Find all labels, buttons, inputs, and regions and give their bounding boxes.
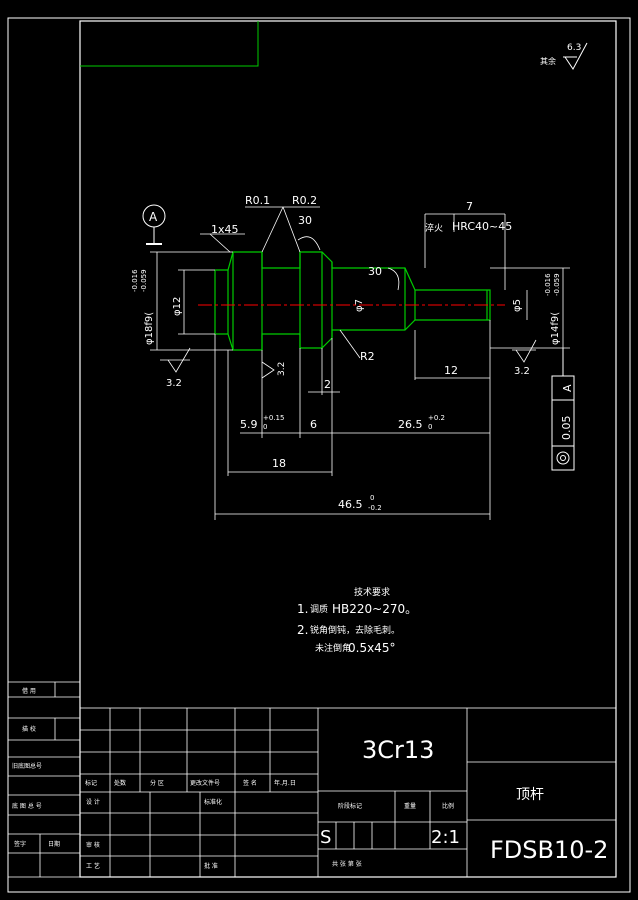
tech-req-title: 技术要求 bbox=[354, 586, 390, 598]
angle-arc-top bbox=[297, 236, 321, 251]
dim-5-9-tol-up: +0.15 bbox=[263, 414, 284, 422]
tb-h-stage: 阶段标记 bbox=[338, 802, 362, 810]
tb-h-sheets: 共 张 第 张 bbox=[332, 860, 362, 868]
runout-value: 0.05 bbox=[560, 416, 573, 441]
side-r4: 底 图 总 号 bbox=[12, 802, 42, 810]
tb-h-approve: 批 准 bbox=[204, 862, 218, 870]
tb-scale: 2:1 bbox=[431, 827, 460, 848]
dim-angle-mid: 30 bbox=[368, 265, 382, 278]
roughness-mid bbox=[261, 361, 275, 379]
angle-arc-mid bbox=[387, 267, 400, 291]
roughness-right bbox=[512, 339, 537, 363]
tech-req-2-cn: 锐角倒钝，去除毛刺。 bbox=[310, 624, 400, 636]
side-r3: 旧底图总号 bbox=[12, 762, 42, 770]
tb-material: 3Cr13 bbox=[362, 736, 434, 764]
side-block bbox=[8, 681, 80, 878]
tech-req-2-num: 2. bbox=[297, 623, 308, 637]
dim-hrc: HRC40~45 bbox=[452, 220, 512, 233]
dim-dia18-tol-lo: -0.059 bbox=[140, 269, 148, 292]
runout-datum: A bbox=[561, 384, 574, 392]
tb-h-weight: 重量 bbox=[404, 802, 416, 810]
dim-26-5-tol-up: +0.2 bbox=[428, 414, 445, 422]
dim-46-5-tol-up: 0 bbox=[370, 494, 374, 502]
dim-r2: R2 bbox=[360, 350, 375, 363]
tb-h-mark: 标记 bbox=[85, 779, 97, 787]
side-r2: 描 校 bbox=[22, 725, 36, 733]
dim-12: 12 bbox=[444, 364, 458, 377]
rough-right-val: 3.2 bbox=[514, 366, 530, 377]
dim-2: 2 bbox=[324, 378, 331, 391]
dim-dia18: φ18f9( bbox=[144, 312, 155, 345]
dim-dia14-tol-up: -0.016 bbox=[544, 273, 552, 296]
roughness-label: 其余 bbox=[540, 56, 556, 66]
title-block bbox=[79, 707, 617, 878]
roughness-left bbox=[160, 347, 191, 373]
tb-h-count: 处数 bbox=[114, 779, 126, 787]
tb-stage-mark: S bbox=[320, 827, 331, 848]
side-r6: 日期 bbox=[48, 840, 60, 848]
dim-26-5-tol-lo: 0 bbox=[428, 423, 432, 431]
side-r1: 借 用 bbox=[22, 687, 36, 695]
svg-text:A: A bbox=[149, 210, 158, 224]
tb-h-std: 标准化 bbox=[204, 798, 222, 806]
tb-h-scale: 比例 bbox=[442, 802, 454, 810]
tech-req-1-val: HB220~270。 bbox=[332, 602, 417, 616]
dim-dia18-tol-up: -0.016 bbox=[131, 269, 139, 292]
dim-chamfer: 1x45 bbox=[211, 223, 239, 236]
dim-dia14: φ14f9( bbox=[550, 312, 561, 345]
tech-req-1-num: 1. bbox=[297, 602, 308, 616]
dim-46-5: 46.5 bbox=[338, 498, 363, 511]
tb-h-date: 年.月.日 bbox=[274, 779, 296, 787]
dim-5-9: 5.9 bbox=[240, 418, 258, 431]
tech-req-3-cn: 未注倒角 bbox=[315, 642, 351, 654]
rough-left-val: 3.2 bbox=[166, 378, 182, 389]
dim-dia14-tol-lo: -0.059 bbox=[553, 273, 561, 296]
dim-5-9-tol-lo: 0 bbox=[263, 423, 267, 431]
runout-frame bbox=[551, 348, 575, 471]
dim-r01: R0.1 bbox=[245, 194, 270, 207]
dimension-lines bbox=[150, 206, 570, 520]
dim-6: 6 bbox=[310, 418, 317, 431]
tb-h-process: 工 艺 bbox=[86, 862, 100, 870]
tb-h-docno: 更改文件号 bbox=[190, 779, 220, 787]
dim-r02: R0.2 bbox=[292, 194, 317, 207]
dim-18: 18 bbox=[272, 457, 286, 470]
roughness-value: 6.3 bbox=[567, 43, 581, 53]
dim-dia5: φ5 bbox=[512, 299, 523, 312]
dim-7: 7 bbox=[466, 200, 473, 213]
dim-dia12: φ12 bbox=[172, 297, 183, 316]
dim-hardening: 淬火 bbox=[425, 222, 443, 234]
datum-a-symbol: A bbox=[142, 204, 166, 245]
reverse-code-box bbox=[80, 21, 259, 67]
tb-h-sign: 签 名 bbox=[243, 779, 257, 787]
inner-frame bbox=[79, 20, 617, 878]
tb-drawing-no: FDSB10-2 bbox=[490, 836, 608, 864]
outer-border bbox=[7, 17, 631, 893]
dim-angle-top: 30 bbox=[298, 214, 312, 227]
tb-h-check: 审 核 bbox=[86, 841, 100, 849]
dim-dia7: φ7 bbox=[354, 299, 365, 312]
part-outline bbox=[214, 251, 491, 351]
rough-mid-val: 3.2 bbox=[277, 362, 287, 376]
dim-26-5: 26.5 bbox=[398, 418, 423, 431]
general-roughness-symbol: 其余 6.3 bbox=[540, 42, 588, 70]
dim-46-5-tol-lo: -0.2 bbox=[368, 504, 382, 512]
tb-part-name: 顶杆 bbox=[516, 787, 544, 803]
tb-h-zone: 分 区 bbox=[150, 779, 164, 787]
tech-req-3-val: 0.5x45° bbox=[348, 641, 395, 655]
side-r5: 签字 bbox=[14, 840, 26, 848]
tb-h-design: 设 计 bbox=[86, 798, 100, 806]
tech-req-1-cn: 调质 bbox=[310, 603, 328, 615]
